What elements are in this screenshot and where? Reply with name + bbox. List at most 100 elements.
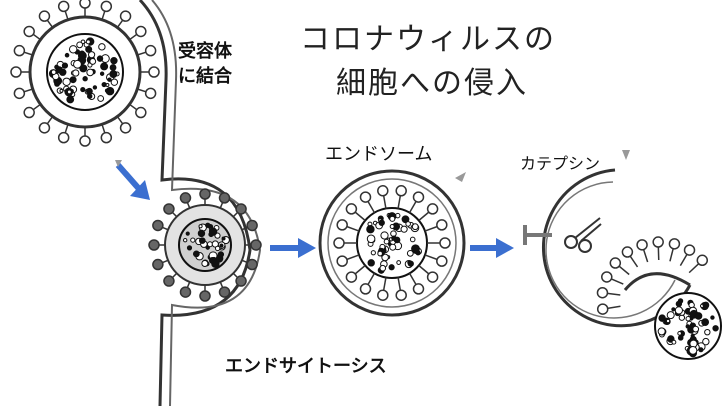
- rna-segment: [693, 326, 699, 332]
- spike-head: [598, 304, 608, 314]
- spike-head: [337, 256, 347, 266]
- rna-segment: [412, 245, 420, 253]
- spike-head: [396, 290, 406, 300]
- spike-head: [247, 220, 257, 230]
- rna-segment: [79, 51, 84, 56]
- spike-head: [346, 204, 356, 214]
- spike-head: [164, 204, 174, 214]
- spike-head: [164, 276, 174, 286]
- rna-segment: [97, 56, 102, 61]
- rna-segment: [69, 46, 76, 53]
- rna-segment: [220, 244, 223, 247]
- rna-segment: [100, 72, 103, 75]
- rna-segment: [703, 302, 709, 308]
- rna-segment: [202, 261, 208, 267]
- spike-head: [414, 192, 424, 202]
- spike-head: [39, 123, 49, 133]
- rna-segment: [65, 53, 69, 57]
- rna-segment: [672, 340, 676, 344]
- rna-segment: [390, 244, 396, 250]
- spike-head: [121, 123, 131, 133]
- spike-head: [414, 284, 424, 294]
- spike: [680, 254, 687, 266]
- arrow-2-head: [298, 238, 316, 258]
- rna-segment: [70, 77, 76, 83]
- rna-segment: [676, 301, 681, 306]
- rna-segment: [699, 348, 703, 352]
- rna-segment: [209, 228, 216, 235]
- spike-head: [669, 239, 679, 249]
- spike-head: [378, 186, 388, 196]
- rna-segment: [367, 235, 375, 243]
- rna-segment: [389, 265, 394, 270]
- rna-segment: [110, 65, 116, 71]
- spike-head: [24, 108, 34, 118]
- rna-segment: [206, 246, 209, 249]
- rna-segment: [368, 260, 374, 266]
- rna-segment: [394, 237, 400, 243]
- spike-head: [14, 88, 24, 98]
- rna-segment: [63, 78, 70, 85]
- rna-segment: [186, 232, 189, 235]
- rna-segment: [55, 65, 59, 69]
- spike-head: [697, 255, 707, 265]
- spike-head: [247, 260, 257, 270]
- spike: [670, 248, 673, 262]
- spike-head: [396, 186, 406, 196]
- rna-segment: [111, 57, 117, 63]
- spike-head: [153, 220, 163, 230]
- spike-head: [653, 237, 663, 247]
- rna-segment: [397, 261, 401, 265]
- rna-segment: [401, 226, 407, 232]
- spike-head: [59, 133, 69, 143]
- spike-head: [200, 189, 210, 199]
- spike-head: [59, 1, 69, 11]
- rna-segment: [51, 70, 56, 75]
- spike-head: [121, 11, 131, 21]
- rna-segment: [83, 77, 87, 81]
- rna-segment: [371, 251, 375, 255]
- spike-head: [200, 291, 210, 301]
- rna-segment: [406, 222, 411, 227]
- spike-head: [236, 204, 246, 214]
- rna-segment: [379, 220, 384, 225]
- rna-segment: [711, 316, 714, 319]
- spike: [606, 293, 620, 295]
- spike: [643, 249, 647, 262]
- rna-segment: [183, 239, 186, 242]
- rna-segment: [678, 332, 682, 336]
- rna-segment: [200, 238, 206, 244]
- rna-segment: [412, 224, 418, 230]
- rna-segment: [86, 40, 90, 44]
- spike-head: [101, 133, 111, 143]
- spike-head: [428, 204, 438, 214]
- rna-segment: [198, 230, 204, 236]
- rna-segment: [77, 42, 83, 48]
- spike-head: [80, 136, 90, 146]
- spike-head: [149, 240, 159, 250]
- rna-segment: [705, 329, 710, 334]
- spike-head: [685, 245, 695, 255]
- rna-segment: [110, 71, 117, 78]
- label-endosome: エンドソーム: [325, 140, 432, 166]
- rna-segment: [713, 326, 718, 331]
- rna-segment: [215, 246, 219, 250]
- spike: [607, 306, 621, 308]
- spike-head: [24, 26, 34, 36]
- spike-head: [602, 272, 612, 282]
- rna-segment: [98, 96, 104, 102]
- rna-segment: [678, 336, 683, 341]
- spike-head: [153, 260, 163, 270]
- spike-head: [346, 272, 356, 282]
- spike-head: [146, 46, 156, 56]
- rna-segment: [199, 225, 202, 228]
- spike-head: [39, 11, 49, 21]
- rna-segment: [87, 69, 94, 76]
- spike-head: [236, 276, 246, 286]
- spike-head: [101, 1, 111, 11]
- title-line-2: 細胞への侵入: [336, 58, 528, 102]
- spike-head: [136, 108, 146, 118]
- rna-segment: [86, 46, 92, 52]
- rna-segment: [408, 261, 413, 266]
